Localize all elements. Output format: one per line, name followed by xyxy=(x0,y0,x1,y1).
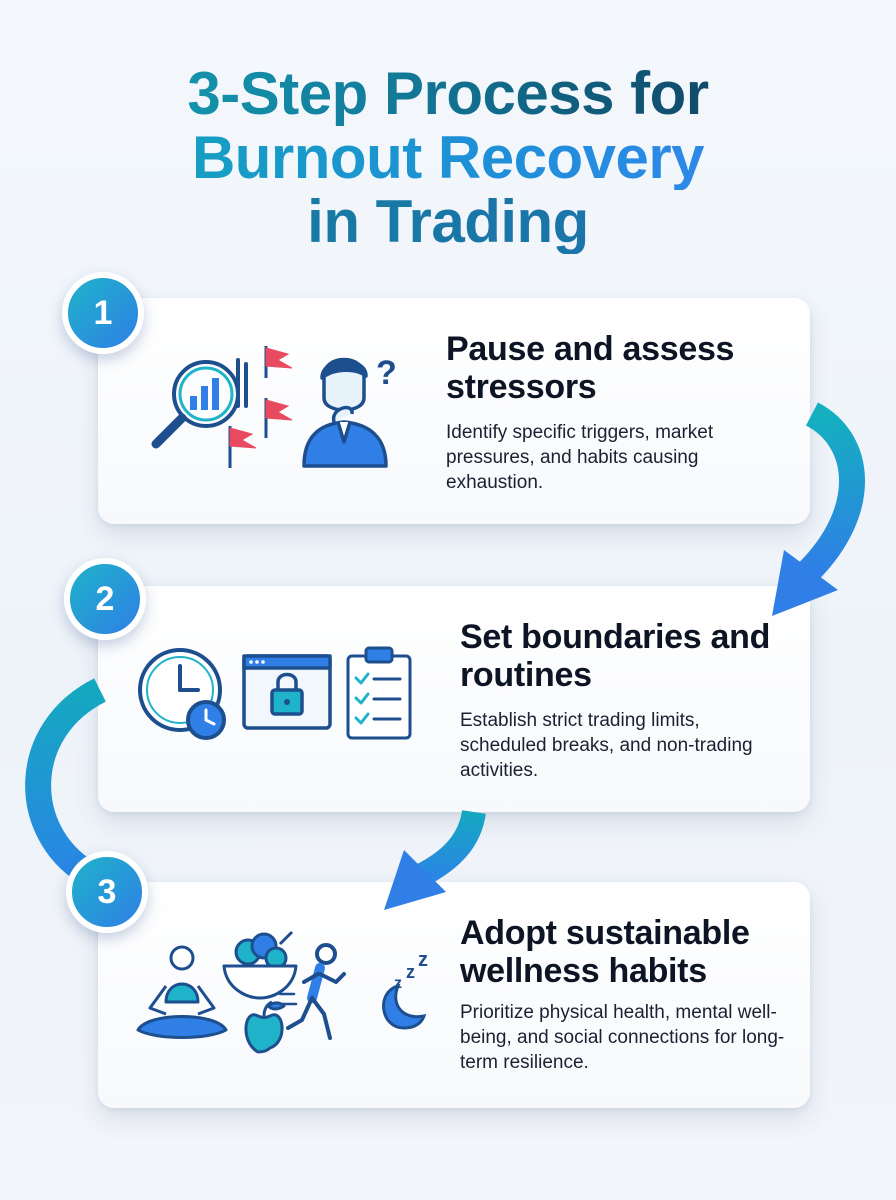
runner-icon xyxy=(278,943,346,1040)
magnifier-chart-icon xyxy=(151,358,248,449)
step-3-description: Prioritize physical health, mental well-… xyxy=(460,1002,785,1073)
title-line-3: in Trading xyxy=(0,190,896,254)
meditation-icon xyxy=(136,945,228,1039)
step-1-illustration: ? xyxy=(151,346,397,468)
moon-sleep-icon: z z z xyxy=(382,949,428,1030)
step-2-card: Set boundaries and routines Establish st… xyxy=(98,586,810,812)
salad-bowl-icon xyxy=(222,930,298,1000)
browser-lock-icon xyxy=(242,654,332,730)
step-2-description: Establish strict trading limits, schedul… xyxy=(460,710,753,781)
svg-text:z: z xyxy=(418,949,428,971)
step-1-heading: Pause and assess stressors xyxy=(446,330,735,406)
step-1-badge: 1 xyxy=(62,272,144,354)
svg-text:?: ? xyxy=(376,354,397,392)
thinking-person-icon xyxy=(302,357,388,468)
question-mark-icon: ? xyxy=(376,354,397,392)
checklist-clipboard-icon xyxy=(346,646,412,740)
clock-icon xyxy=(138,648,226,740)
svg-text:z: z xyxy=(394,975,402,992)
step-2-heading: Set boundaries and routines xyxy=(460,618,771,694)
step-1-description: Identify specific triggers, market press… xyxy=(446,422,714,493)
step-2-badge: 2 xyxy=(64,558,146,640)
step-3-badge: 3 xyxy=(66,851,148,933)
arrow-step2-left-curve xyxy=(25,678,107,883)
step-2-illustration xyxy=(138,646,412,740)
step-3-heading: Adopt sustainable wellness habits xyxy=(460,914,750,990)
svg-text:z: z xyxy=(406,962,415,982)
apple-icon xyxy=(244,1000,286,1054)
step-3-illustration: z z z xyxy=(136,930,428,1054)
step-1-card: ? Pause and assess stressors Identify sp… xyxy=(98,298,810,524)
step-3-card: z z z Adopt sustainable wellness habits … xyxy=(98,882,810,1108)
title-line-1: 3-Step Process for xyxy=(0,62,896,126)
page-title: 3-Step Process for Burnout Recovery in T… xyxy=(0,62,896,254)
red-flag-icon xyxy=(228,346,293,468)
title-line-2: Burnout Recovery xyxy=(0,126,896,190)
